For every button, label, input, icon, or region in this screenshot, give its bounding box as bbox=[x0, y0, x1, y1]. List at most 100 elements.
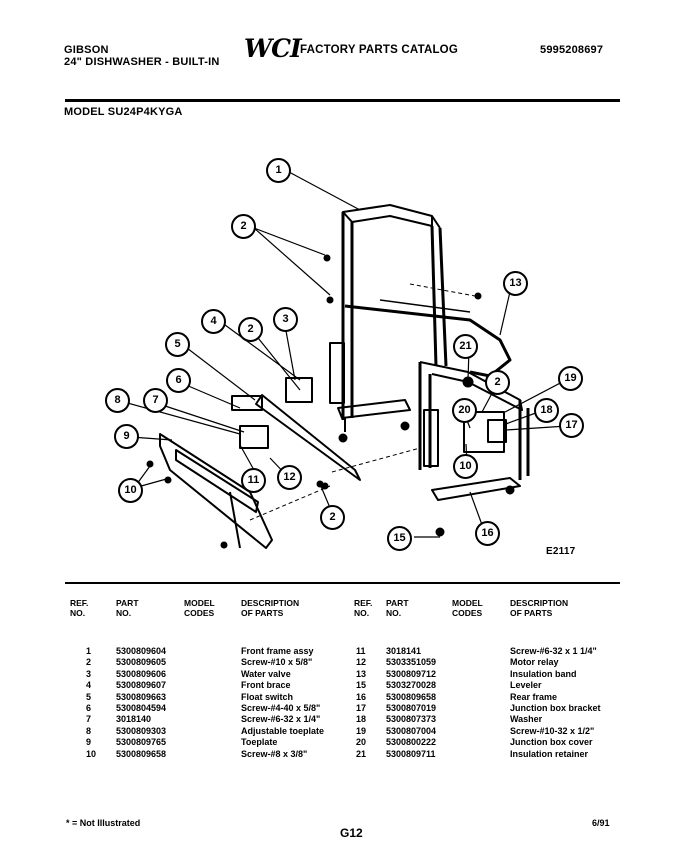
table-cell: 5300809605 bbox=[116, 657, 167, 668]
callout-label: 2 bbox=[238, 317, 263, 342]
right-desc-column: Screw-#6-32 x 1 1/4" Motor relay Insulat… bbox=[510, 646, 601, 760]
callout-label: 8 bbox=[105, 388, 130, 413]
table-cell: Rear frame bbox=[510, 691, 558, 702]
table-cell: Float switch bbox=[241, 691, 294, 702]
table-cell: Screw-#10 x 5/8" bbox=[241, 657, 313, 668]
table-cell: Toeplate bbox=[241, 737, 278, 748]
rear-frame-part bbox=[418, 361, 530, 501]
table-cell: Front brace bbox=[241, 680, 291, 691]
model-number: MODEL SU24P4KYGA bbox=[64, 106, 183, 118]
table-cell: 5300809765 bbox=[116, 737, 167, 748]
table-cell: Motor relay bbox=[510, 657, 559, 668]
table-cell: Insulation band bbox=[510, 668, 577, 679]
callout-label: 11 bbox=[241, 468, 266, 493]
valve-relay-parts bbox=[231, 377, 507, 453]
not-illustrated-note: * = Not Illustrated bbox=[66, 818, 141, 828]
table-cell: Insulation retainer bbox=[510, 748, 589, 759]
table-cell: 3018141 bbox=[386, 646, 422, 656]
table-cell: 19 bbox=[356, 725, 367, 736]
table-cell: 10 bbox=[86, 748, 97, 759]
table-cell: 11 bbox=[356, 646, 366, 656]
table-cell: 2 bbox=[86, 657, 92, 668]
table-cell: 3018140 bbox=[116, 714, 152, 725]
table-cell: 12 bbox=[356, 657, 367, 668]
table-cell: 20 bbox=[356, 737, 367, 748]
insulation-band-part bbox=[344, 299, 512, 378]
table-cell: 5300809712 bbox=[386, 668, 437, 679]
callout-label: 16 bbox=[475, 521, 500, 546]
callout-label: 10 bbox=[453, 454, 478, 479]
table-cell: 7 bbox=[86, 714, 92, 725]
table-cell: 5300807373 bbox=[386, 714, 437, 725]
catalog-title: FACTORY PARTS CATALOG bbox=[300, 44, 458, 56]
callout-label: 15 bbox=[387, 526, 412, 551]
callout-label: 7 bbox=[143, 388, 168, 413]
callout-label: 2 bbox=[320, 505, 345, 530]
table-cell: 5300809606 bbox=[116, 668, 167, 679]
callout-label: 6 bbox=[166, 368, 191, 393]
table-cell: Screw-#6-32 x 1/4" bbox=[241, 714, 321, 725]
table-cell: 3 bbox=[86, 668, 92, 679]
col-header-ref: REF.NO. bbox=[70, 598, 89, 618]
product-line: 24" DISHWASHER - BUILT-IN bbox=[64, 56, 220, 68]
catalog-number: 5995208697 bbox=[540, 44, 604, 56]
table-cell: Leveler bbox=[510, 680, 542, 691]
table-cell: 5303351059 bbox=[386, 657, 437, 668]
callout-label: 18 bbox=[534, 398, 559, 423]
table-cell: Junction box bracket bbox=[510, 702, 601, 713]
callout-label: 4 bbox=[201, 309, 226, 334]
callout-label: 2 bbox=[485, 370, 510, 395]
callout-label: 12 bbox=[277, 465, 302, 490]
callout-label: 10 bbox=[118, 478, 143, 503]
table-cell: 5303270028 bbox=[386, 680, 437, 691]
table-cell: 17 bbox=[356, 702, 367, 713]
table-cell: Washer bbox=[510, 714, 543, 725]
screws bbox=[146, 254, 515, 549]
header-rule bbox=[65, 99, 620, 102]
figure-code: E2117 bbox=[546, 546, 576, 557]
callout-label: 13 bbox=[503, 271, 528, 296]
table-cell: 5300807019 bbox=[386, 702, 437, 713]
table-cell: 5300804594 bbox=[116, 702, 167, 713]
table-cell: 9 bbox=[86, 737, 92, 748]
callout-label: 21 bbox=[453, 334, 478, 359]
callout-label: 19 bbox=[558, 366, 583, 391]
callout-label: 2 bbox=[231, 214, 256, 239]
callout-label: 5 bbox=[165, 332, 190, 357]
front-frame-part bbox=[329, 204, 448, 432]
table-cell: Screw-#4-40 x 5/8" bbox=[241, 702, 321, 713]
table-cell: 15 bbox=[356, 680, 367, 691]
table-cell: 5300809711 bbox=[386, 748, 436, 759]
table-cell: 5300809604 bbox=[116, 646, 167, 656]
left-desc-column: Front frame assy Screw-#10 x 5/8" Water … bbox=[241, 646, 324, 760]
hidden-lines bbox=[249, 283, 476, 521]
table-cell: Screw-#10-32 x 1/2" bbox=[510, 725, 595, 736]
wci-logo: WCI bbox=[244, 34, 302, 63]
leader-lines bbox=[123, 171, 568, 538]
revision-date: 6/91 bbox=[592, 818, 610, 828]
table-cell: 5300800222 bbox=[386, 737, 437, 748]
brand-name: GIBSON bbox=[64, 44, 109, 56]
right-ref-column: 11 12 13 15 16 17 18 19 20 21 bbox=[356, 646, 366, 760]
page-number: G12 bbox=[340, 826, 363, 840]
table-cell: Water valve bbox=[241, 668, 291, 679]
table-rule bbox=[65, 582, 620, 584]
table-cell: Front frame assy bbox=[241, 646, 314, 656]
col-header-ref: REF.NO. bbox=[354, 598, 373, 618]
callout-label: 1 bbox=[266, 158, 291, 183]
table-cell: 5 bbox=[86, 691, 92, 702]
table-cell: 8 bbox=[86, 725, 92, 736]
right-part-column: 3018141 5303351059 5300809712 5303270028… bbox=[386, 646, 436, 760]
callout-label: 20 bbox=[452, 398, 477, 423]
table-cell: 13 bbox=[356, 668, 367, 679]
left-part-column: 5300809604 5300809605 5300809606 5300809… bbox=[116, 646, 166, 760]
table-cell: 18 bbox=[356, 714, 367, 725]
table-cell: 5300809658 bbox=[116, 748, 167, 759]
table-cell: 6 bbox=[86, 702, 92, 713]
front-brace-part bbox=[255, 394, 361, 481]
left-ref-column: 1 2 3 4 5 6 7 8 9 10 bbox=[86, 646, 96, 760]
